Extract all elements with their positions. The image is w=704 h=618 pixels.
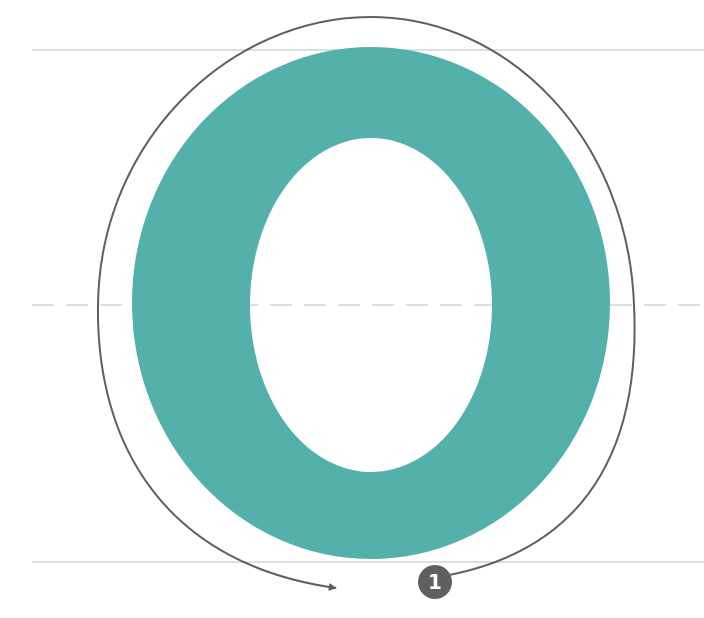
stroke-step-badge: 1 — [418, 565, 452, 599]
stroke-step-number: 1 — [428, 570, 442, 594]
stroke-direction-arrow — [96, 15, 636, 591]
